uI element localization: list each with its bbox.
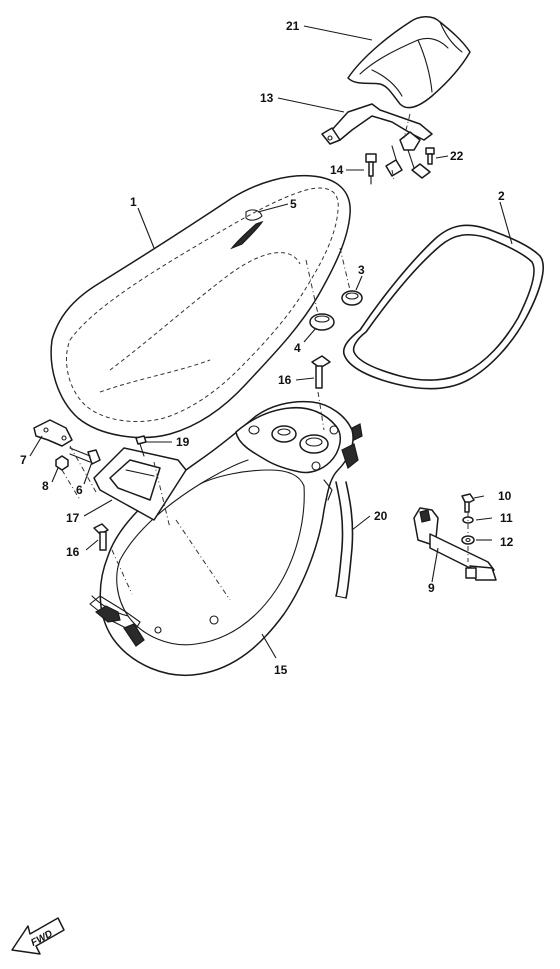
part-13-bracket	[321, 103, 433, 179]
part-6-bolt	[69, 447, 101, 465]
part-21-grab-rail	[347, 16, 471, 109]
part-14-bolt	[365, 153, 377, 185]
part-2-seal	[342, 224, 544, 390]
callout-17: 17	[66, 511, 80, 525]
part-10-screw	[461, 493, 475, 513]
part-5-emblem	[230, 209, 264, 250]
callout-3: 3	[358, 263, 365, 277]
callout-8: 8	[42, 479, 49, 493]
part-16-bolt-lower	[93, 523, 109, 551]
leader-lines	[29, 25, 513, 659]
part-9-hinge-bracket	[413, 507, 497, 581]
part-1-seat	[50, 174, 351, 439]
callout-5: 5	[290, 197, 297, 211]
callout-1: 1	[130, 195, 137, 209]
callout-22: 22	[450, 149, 464, 163]
callout-12: 12	[500, 535, 514, 549]
part-15-storage-box	[89, 400, 363, 676]
callout-labels: 21 13 14 22 1 5 2 3 4 16 19 7 8 6 17 16 …	[20, 19, 514, 677]
callout-7: 7	[20, 453, 27, 467]
callout-9: 9	[428, 581, 435, 595]
callout-16-upper: 16	[278, 373, 292, 387]
callout-16-lower: 16	[66, 545, 80, 559]
callout-4: 4	[294, 341, 301, 355]
callout-6: 6	[76, 483, 83, 497]
alignment-guides	[61, 113, 469, 601]
callout-10: 10	[498, 489, 512, 503]
callout-21: 21	[286, 19, 300, 33]
part-7-bracket	[33, 419, 73, 447]
part-20-hose	[335, 481, 354, 599]
part-3-damper	[341, 290, 363, 306]
part-12-washer	[461, 535, 475, 545]
callout-15: 15	[274, 663, 288, 677]
callout-20: 20	[374, 509, 388, 523]
callout-11: 11	[500, 511, 513, 525]
part-16-bolt-upper	[311, 355, 331, 389]
fwd-direction-arrow: FWD	[11, 917, 65, 955]
callout-19: 19	[176, 435, 190, 449]
part-8-nut	[55, 455, 69, 471]
part-4-damper	[309, 313, 335, 331]
part-22-screw	[425, 147, 435, 165]
callout-14: 14	[330, 163, 344, 177]
callout-13: 13	[260, 91, 274, 105]
callout-2: 2	[498, 189, 505, 203]
part-17-cover	[93, 447, 187, 521]
